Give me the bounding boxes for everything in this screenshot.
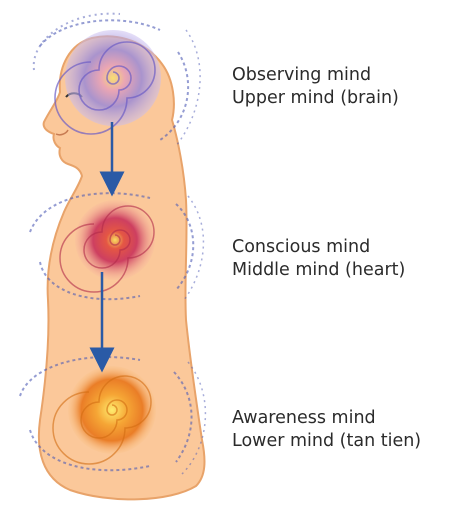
label-line-1: Awareness mind (232, 407, 421, 430)
label-observing-mind: Observing mind Upper mind (brain) (232, 64, 399, 110)
label-line-1: Observing mind (232, 64, 399, 87)
label-awareness-mind: Awareness mind Lower mind (tan tien) (232, 407, 421, 453)
label-line-2: Lower mind (tan tien) (232, 430, 421, 453)
label-line-2: Upper mind (brain) (232, 87, 399, 110)
label-conscious-mind: Conscious mind Middle mind (heart) (232, 236, 405, 282)
label-line-1: Conscious mind (232, 236, 405, 259)
label-line-2: Middle mind (heart) (232, 259, 405, 282)
